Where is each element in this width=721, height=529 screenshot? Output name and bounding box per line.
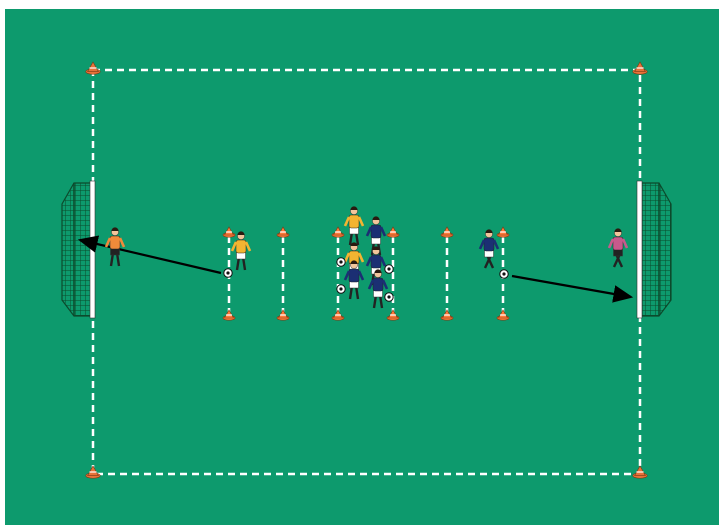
ball-icon [337,258,345,266]
right-goal-icon [637,181,671,318]
pitch [5,9,719,525]
left-goal-icon [62,181,95,318]
ball-icon [224,269,232,277]
ball-icon [385,265,393,273]
ball-icon [385,293,393,301]
ball-icon [500,270,508,278]
ball-icon [337,285,345,293]
